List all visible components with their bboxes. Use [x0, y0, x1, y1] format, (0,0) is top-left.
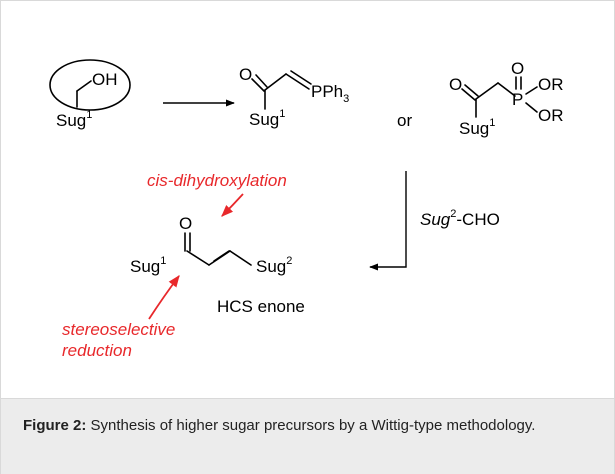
- dihydroxylation-annotation: cis-dihydroxylation: [147, 171, 287, 190]
- pph3-label: PPh3: [311, 82, 349, 105]
- enone-c-c-bond: [186, 250, 210, 266]
- enone-carbonyl-o: O: [179, 214, 192, 233]
- caption-box: Figure 2: Synthesis of higher sugar prec…: [1, 398, 614, 474]
- ylide-co-bond-a: [251, 78, 265, 92]
- reduction-annotation-line1: stereoselective: [62, 320, 175, 339]
- ylide-c-c-bond: [264, 73, 287, 91]
- phosphonate: O O P OR OR Sug1: [449, 59, 564, 138]
- ylide-c-p-bond-a: [285, 73, 310, 90]
- wittig-ylide: O PPh3 Sug1: [239, 65, 349, 129]
- ylide-sug1-label: Sug1: [249, 108, 285, 129]
- reaction-scheme: OH Sug1 O PPh3 Sug1 or O: [49, 59, 564, 360]
- enone-name: HCS enone: [217, 297, 305, 316]
- hydroxyl-label: OH: [92, 70, 118, 89]
- reduction-arrow: [148, 275, 180, 320]
- phosphonate-p-o: O: [511, 59, 524, 78]
- caption-label: Figure 2:: [23, 417, 87, 434]
- caption-text: Synthesis of higher sugar precursors by …: [86, 417, 536, 434]
- enone-sug1-label: Sug1: [130, 255, 166, 276]
- sugar-ring-circle: [49, 59, 131, 111]
- reaction-arrow-2: [369, 171, 407, 271]
- phosphonate-sug1-label: Sug1: [459, 117, 495, 138]
- or1-label: OR: [538, 75, 564, 94]
- dihydroxylation-arrow: [221, 193, 244, 217]
- phosphonate-carbonyl-o: O: [449, 75, 462, 94]
- ylide-c-p-bond-b: [290, 70, 312, 85]
- figure-caption: Figure 2: Synthesis of higher sugar prec…: [23, 416, 583, 436]
- sug1-label: Sug1: [56, 109, 92, 130]
- enone-c-sug2-bond: [229, 250, 252, 266]
- or2-label: OR: [538, 106, 564, 125]
- ylide-co-bond-b: [255, 74, 268, 88]
- phos-co-bond-a: [461, 88, 476, 101]
- phos-ch2-p-bond: [497, 82, 516, 97]
- ch2-bond-2: [76, 80, 92, 92]
- starting-material: OH Sug1: [49, 59, 131, 130]
- or-label: or: [397, 111, 412, 130]
- phosphorus-label: P: [512, 90, 523, 109]
- enone-sug2-label: Sug2: [256, 255, 292, 276]
- reduction-annotation-line2: reduction: [62, 341, 132, 360]
- phos-p-or2-bond: [525, 102, 538, 113]
- aldehyde-reagent: Sug2-CHO: [420, 208, 500, 229]
- phos-c-ch2-bond: [475, 82, 499, 100]
- hcs-enone: O Sug1 Sug2 HCS enone: [130, 214, 305, 316]
- phos-co-bond-b: [464, 84, 479, 97]
- enone-cc-double-b: [213, 250, 230, 262]
- ylide-carbonyl-o: O: [239, 65, 252, 84]
- phos-p-or1-bond: [525, 86, 538, 95]
